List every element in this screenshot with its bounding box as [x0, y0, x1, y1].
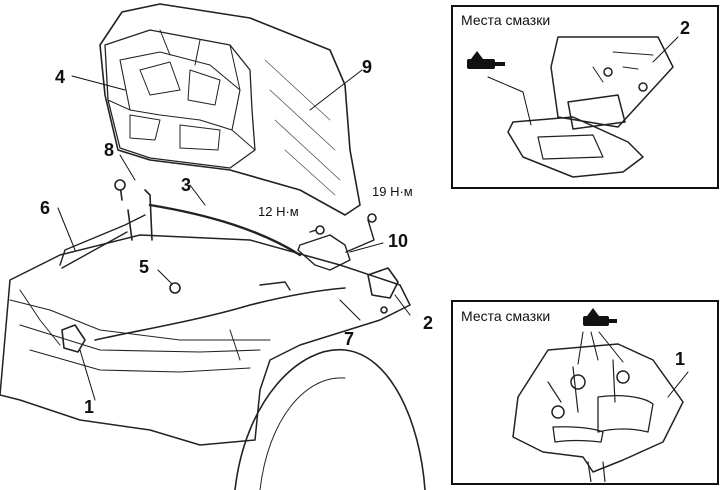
callout-3: 3: [181, 175, 192, 195]
callout-1: 1: [675, 349, 686, 369]
callout-10: 10: [388, 231, 409, 251]
hood-support-rod: [148, 203, 302, 257]
hood-hinge: [297, 234, 351, 271]
wheel-arch: [234, 348, 426, 490]
torque-label-19: 19 Н·м: [372, 184, 413, 199]
inset-title: Места смазки: [461, 12, 551, 28]
lubrication-inset-top: Места смазки 2: [451, 5, 719, 189]
callout-7: 7: [344, 329, 355, 349]
release-cable: [94, 287, 346, 341]
hood-lock: [61, 324, 86, 353]
callout-2: 2: [680, 18, 691, 38]
inset-title: Места смазки: [461, 308, 551, 324]
callout-9: 9: [362, 57, 373, 77]
callout-5: 5: [139, 257, 150, 277]
hood-seal: [59, 214, 146, 269]
rod-holder: [119, 184, 153, 241]
clip: [169, 282, 181, 294]
car-body: [0, 234, 411, 446]
lubrication-inset-bottom: Места смазки 1: [451, 300, 719, 485]
grease-gun-icon: [467, 51, 505, 69]
callout-4: 4: [55, 67, 66, 87]
callout-2: 2: [423, 313, 434, 333]
lock-lubrication-drawing: [512, 308, 689, 482]
callout-6: 6: [40, 198, 51, 218]
grease-gun-icon: [583, 308, 617, 326]
latch-lubrication-drawing: [467, 36, 679, 178]
callout-1: 1: [84, 397, 95, 417]
hood-panel: [99, 3, 361, 216]
hood-latch: [367, 267, 399, 299]
torque-label-12: 12 Н·м: [258, 204, 299, 219]
callout-8: 8: [104, 140, 115, 160]
